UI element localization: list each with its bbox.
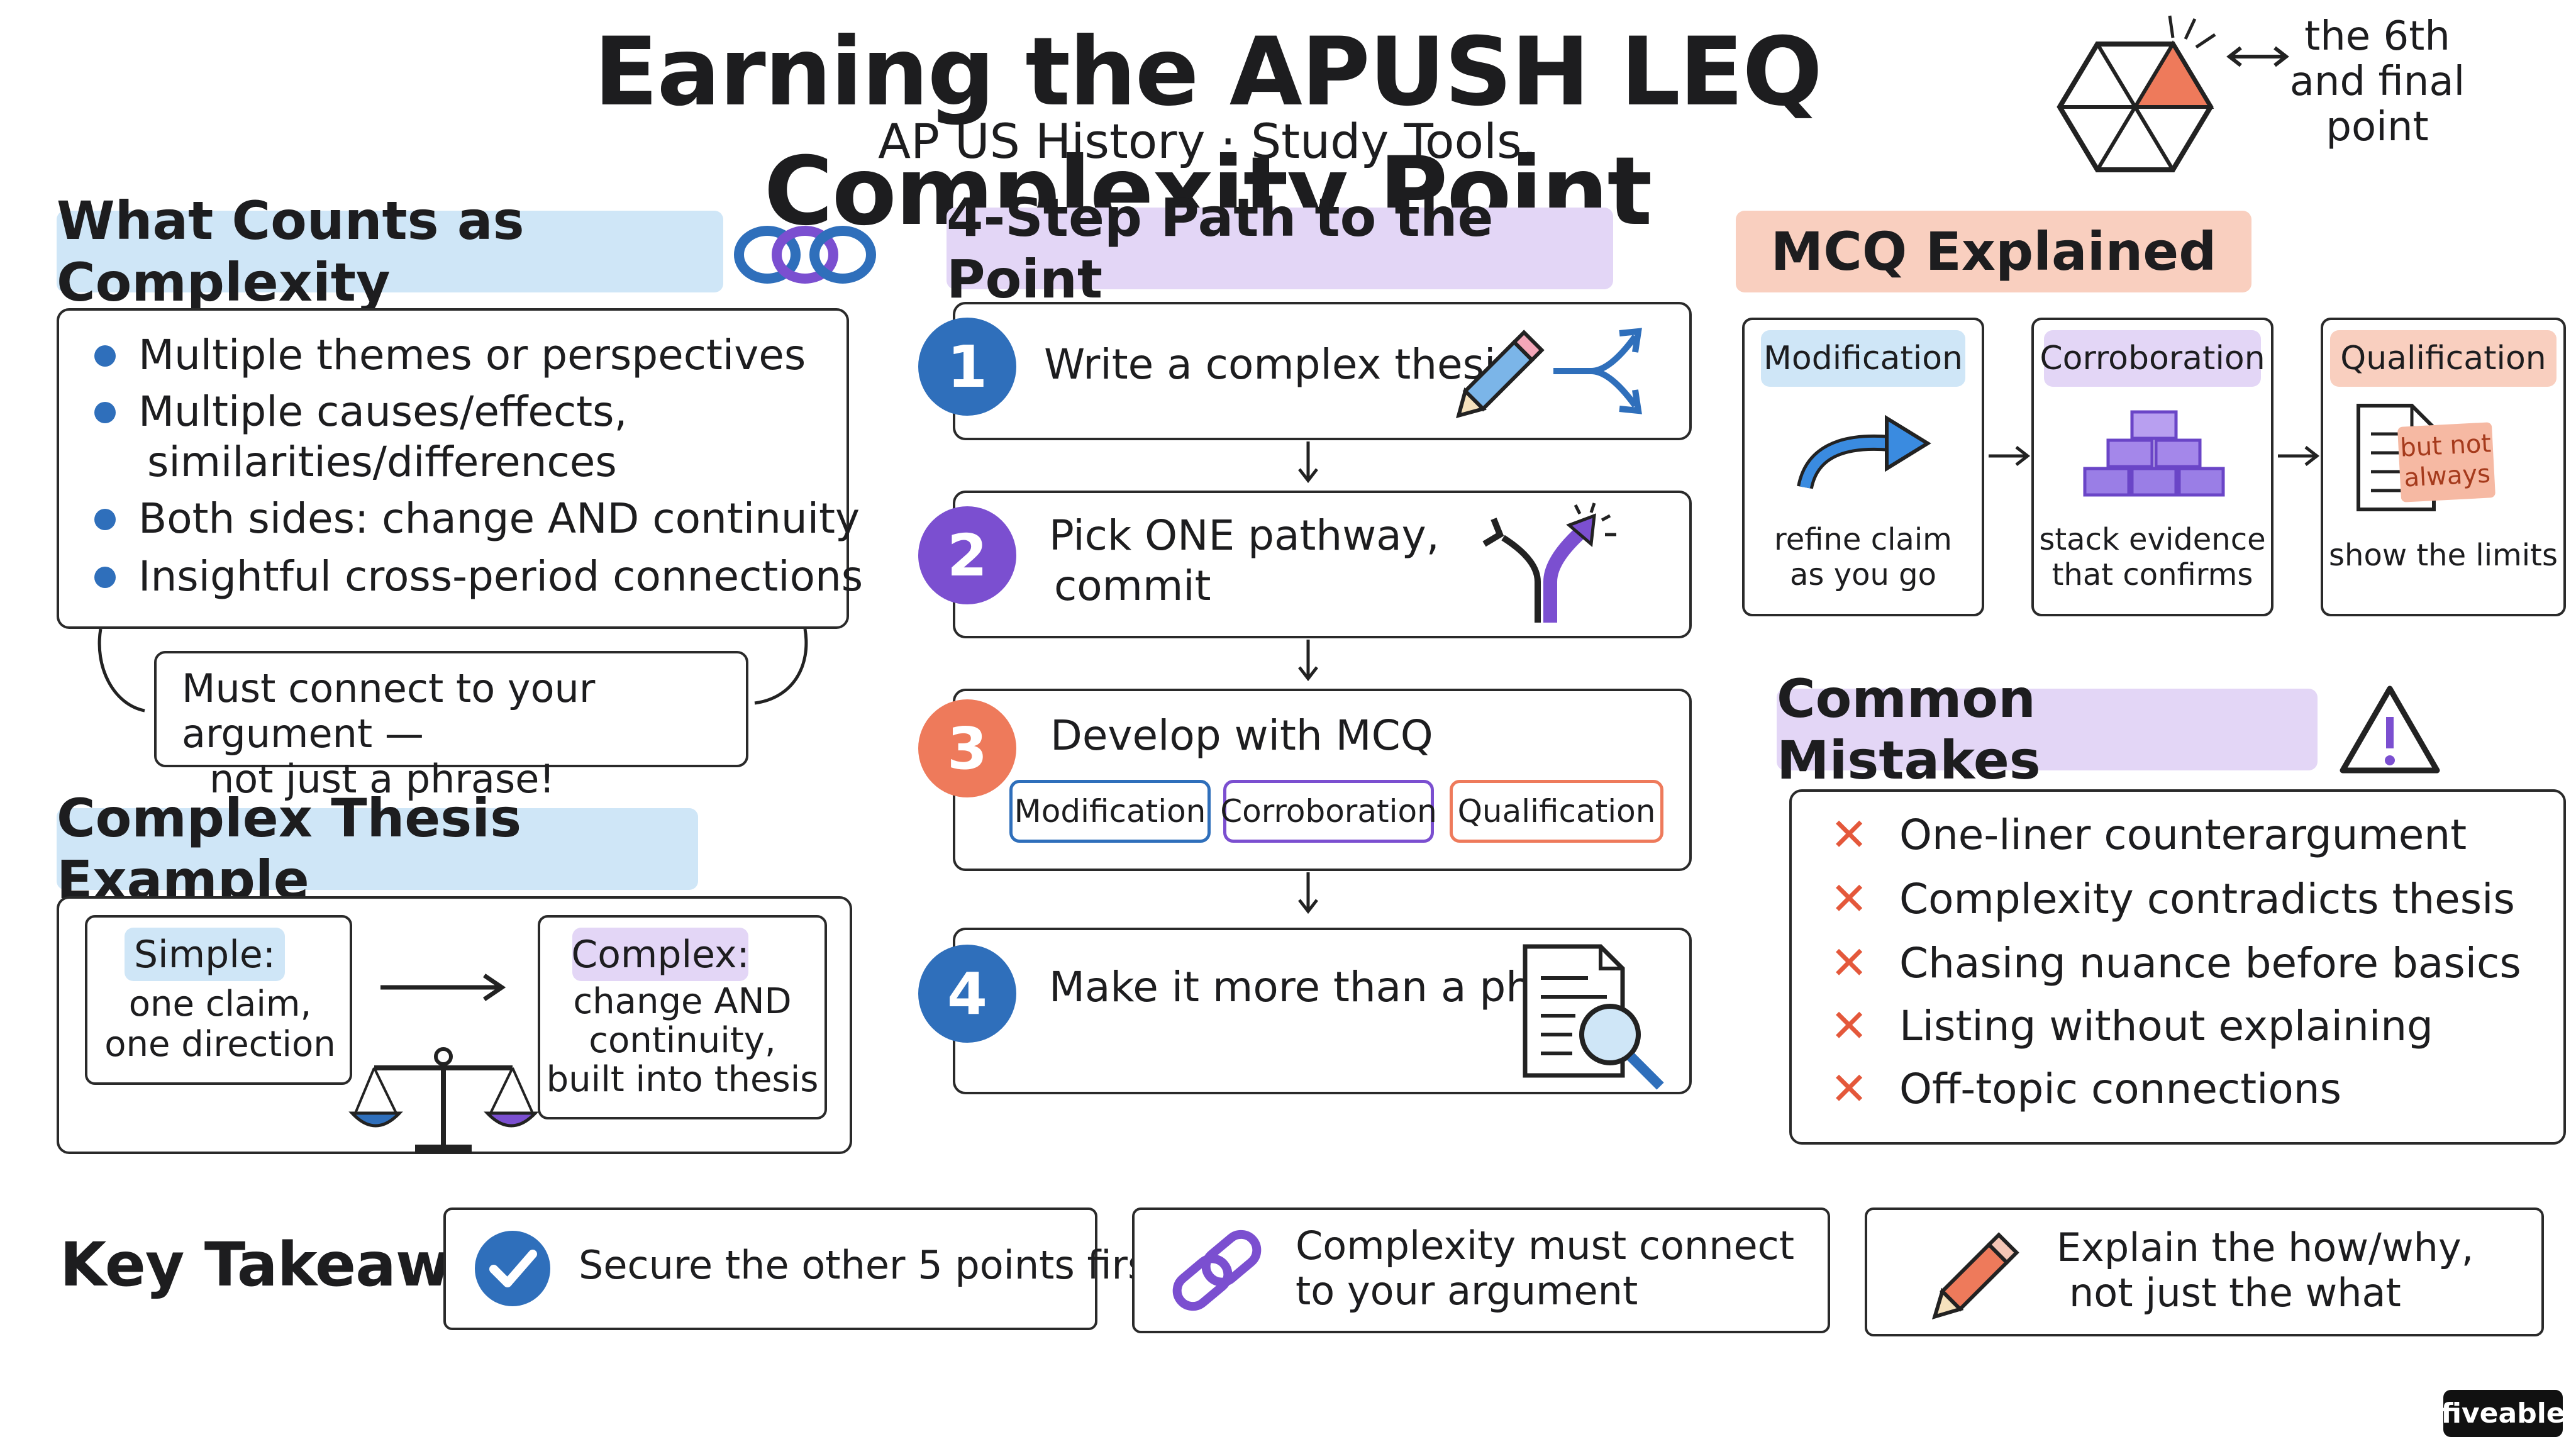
bullet-dot: [94, 402, 116, 423]
fork-road-icon: [1482, 502, 1616, 623]
step-1-text: Write a complex thesis: [1044, 340, 1518, 389]
step-2-text: Pick ONE pathway, commit: [1049, 511, 1440, 610]
stacked-blocks-icon: [2083, 410, 2225, 497]
step-3-number: 3: [918, 699, 1016, 797]
complex-label: Complex:: [571, 928, 750, 981]
takeaway-card-1: [443, 1208, 1097, 1330]
mistake-item-4: ✕ Listing without explaining: [1830, 999, 2433, 1052]
takeaway-text-1: Secure the other 5 points first: [579, 1242, 1163, 1288]
warning-icon: [2340, 686, 2440, 774]
hexagon-points-icon: [2057, 15, 2216, 172]
mcq-corroboration-label: Corroboration: [2040, 330, 2265, 387]
hex-note: the 6th and final point: [2289, 13, 2465, 150]
double-arrow-icon: [2226, 46, 2289, 67]
balance-scale-icon: [348, 1047, 539, 1153]
mcq-title: MCQ Explained: [1736, 211, 2251, 292]
mcq-corroboration-desc: stack evidence that confirms: [2039, 522, 2266, 592]
x-icon: ✕: [1830, 872, 1868, 925]
chain-link-icon: [1172, 1230, 1262, 1311]
mistake-item-1: ✕ One-liner counterargument: [1830, 808, 2467, 861]
step-4-number: 4: [918, 945, 1016, 1043]
step-1-number: 1: [918, 318, 1016, 416]
mcq-modification-desc: refine claim as you go: [1774, 522, 1952, 592]
complex-text: change AND continuity, built into thesis: [546, 981, 819, 1100]
page-subtitle: AP US History · Study Tools.: [878, 113, 1537, 169]
step-2-card: [953, 491, 1692, 638]
mistake-item-3: ✕ Chasing nuance before basics: [1830, 936, 2521, 989]
brand-logo: fiveable: [2441, 1390, 2565, 1437]
x-icon: ✕: [1830, 936, 1868, 989]
complexity-item-3: Both sides: change AND continuity: [94, 494, 860, 544]
step-3-text: Develop with MCQ: [1050, 711, 1433, 760]
connector-brackets: [97, 628, 808, 713]
branching-arrows-icon: [1553, 328, 1642, 414]
x-icon: ✕: [1830, 808, 1868, 861]
page-title: Earning the APUSH LEQ Complexity Point: [594, 18, 1823, 247]
mcq-modification-label: Modification: [1761, 330, 1965, 387]
mistakes-title: Common Mistakes: [1777, 668, 2318, 791]
mistake-item-5: ✕ Off-topic connections: [1830, 1062, 2342, 1115]
pencil-icon: [1456, 330, 1545, 418]
simple-text: one claim, one direction: [104, 984, 336, 1065]
down-arrow: [1298, 640, 1318, 682]
step-2-number: 2: [918, 506, 1016, 604]
mcq-qualification-label: Qualification: [2330, 330, 2557, 387]
curved-arrow-icon: [1797, 414, 1931, 489]
steps-title: 4-Step Path to the Point: [947, 187, 1613, 310]
bullet-dot: [94, 345, 116, 367]
takeaway-text-2: Complexity must connect to your argument: [1296, 1223, 1795, 1314]
mistake-item-2: ✕ Complexity contradicts thesis: [1830, 872, 2515, 925]
complexity-note: Must connect to your argument — not just…: [154, 651, 748, 802]
complexity-item-4: Insightful cross-period connections: [94, 552, 863, 602]
bullet-dot: [94, 509, 116, 530]
complexity-item-2: Multiple causes/effects, similarities/di…: [94, 387, 628, 487]
x-icon: ✕: [1830, 1062, 1868, 1115]
down-arrow: [1298, 441, 1318, 484]
x-icon: ✕: [1830, 999, 1868, 1052]
simple-label: Simple:: [125, 928, 285, 981]
sticky-note: but not always: [2397, 422, 2496, 502]
complexity-title: What Counts as Complexity: [57, 190, 723, 313]
complexity-list-card: [57, 308, 849, 629]
mcq-qualification-desc: show the limits: [2329, 538, 2558, 573]
right-arrow-icon: [380, 974, 506, 1001]
infinity-chain-icon: [734, 226, 876, 284]
right-arrow-small: [2278, 446, 2320, 466]
mistakes-card: [1789, 789, 2566, 1145]
right-arrow-small: [1989, 446, 2031, 466]
takeaway-card-2: [1132, 1208, 1830, 1333]
tag-qualification: Qualification: [1450, 780, 1663, 843]
down-arrow: [1298, 872, 1318, 914]
thesis-title: Complex Thesis Example: [57, 787, 698, 911]
complexity-item-1: Multiple themes or perspectives: [94, 330, 806, 380]
tag-modification: Modification: [1009, 780, 1211, 843]
tag-corroboration: Corroboration: [1220, 780, 1437, 843]
check-circle-icon: [475, 1231, 550, 1306]
takeaway-text-3: Explain the how/why, not just the what: [2057, 1224, 2474, 1316]
document-magnifier-icon: [1523, 944, 1664, 1090]
bullet-dot: [94, 567, 116, 588]
pencil-icon: [1931, 1232, 2019, 1320]
